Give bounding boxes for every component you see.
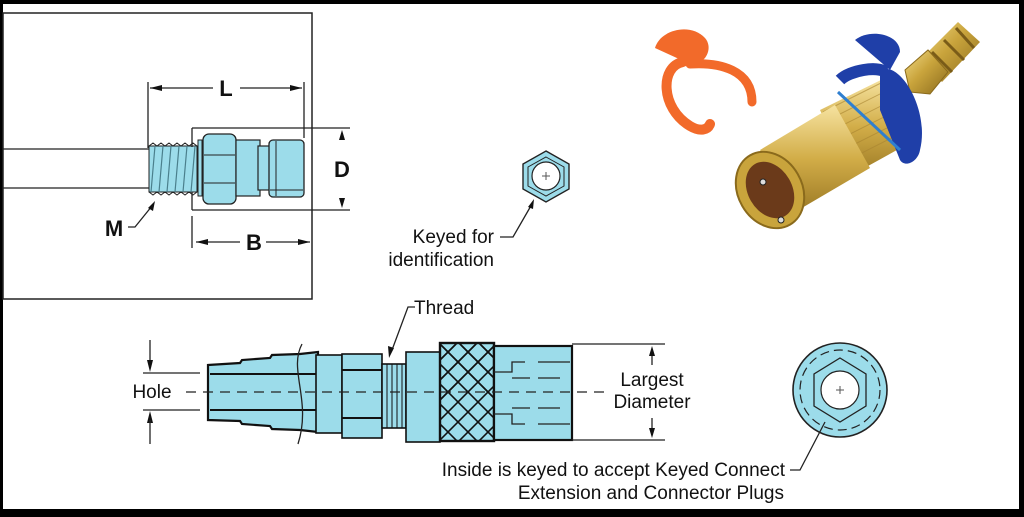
largest-diameter-line2: Diameter <box>613 392 691 413</box>
keyed-end-view <box>790 342 888 471</box>
thread-label: Thread <box>414 298 474 319</box>
thread-leader: Thread <box>388 298 474 358</box>
dimension-label-B: B <box>246 230 262 255</box>
drawing-box <box>2 12 313 300</box>
body-section <box>405 351 441 443</box>
leader-line <box>500 203 533 238</box>
hex-section <box>341 353 383 439</box>
orange-clip <box>655 29 757 135</box>
dimension-largest-diameter: Largest Diameter <box>572 343 691 441</box>
keyed-label-line2: identification <box>388 250 494 271</box>
thread-section <box>148 142 198 196</box>
dimension-D: D <box>191 127 350 211</box>
dimension-label-D: D <box>334 157 350 182</box>
dimension-label-M: M <box>105 216 123 241</box>
center-mark-icon <box>836 386 844 394</box>
hole-label: Hole <box>132 382 171 403</box>
keyed-label-line1: Keyed for <box>413 227 495 248</box>
thread-profile <box>381 363 407 429</box>
coupling-bore <box>745 161 795 219</box>
inside-note-line1: Inside is keyed to accept Keyed Connect <box>442 460 786 481</box>
hex-nut <box>197 133 237 205</box>
plug-body <box>235 139 305 198</box>
end-view-leader <box>790 421 826 471</box>
socket-side-view: Hole <box>132 298 691 445</box>
dimension-B: B <box>191 216 310 255</box>
largest-diameter-line1: Largest <box>620 370 684 391</box>
inside-note-line2: Extension and Connector Plugs <box>518 483 784 504</box>
dimension-hole: Hole <box>132 340 200 444</box>
dimension-label-L: L <box>219 76 232 101</box>
dimension-M: M <box>105 201 155 241</box>
hose-barb <box>904 22 980 95</box>
blue-ring <box>835 33 922 164</box>
dimension-L: L <box>147 76 305 148</box>
keyed-hex-detail: Keyed for identification <box>388 150 570 271</box>
product-photo <box>655 22 980 230</box>
center-mark-icon <box>542 172 550 180</box>
plug-dimension-drawing: L D B M <box>2 12 350 300</box>
break-line <box>296 343 304 445</box>
socket-front <box>492 344 574 442</box>
